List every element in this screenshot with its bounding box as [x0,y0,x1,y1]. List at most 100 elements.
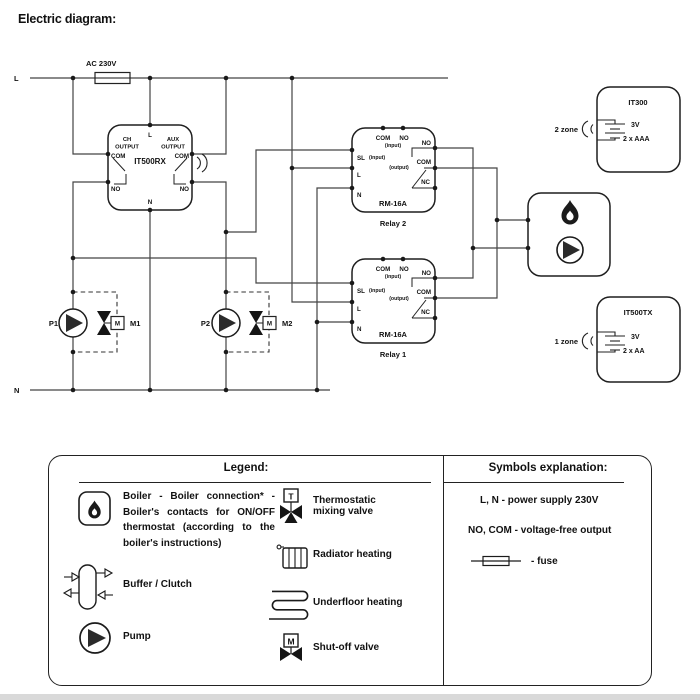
boiler-legend-title: Boiler - Boiler connection* [123,491,264,502]
svg-text:M: M [267,321,272,328]
boiler-pump-icon [556,236,584,264]
fuse-label: - fuse [531,556,558,567]
relay1-label: Relay 1 [380,350,406,359]
svg-text:(input): (input) [369,155,385,161]
p2-label: P2 [201,319,210,328]
l-rail-label: L [14,74,19,83]
boiler-legend-desc: - Boiler's contacts for ON/OFF thermosta… [123,491,275,549]
legend-divider [443,456,444,685]
circuit-diagram: AC 230V L N CH OUTPUT AUX OUTPUT L N IT5… [14,59,681,395]
boiler-legend-icon [78,491,111,526]
svg-text:2 x AAA: 2 x AAA [623,136,650,143]
svg-text:COM: COM [417,289,431,296]
symbols-rule [444,482,624,483]
svg-text:(input): (input) [369,288,385,294]
svg-text:NO: NO [180,186,189,193]
junction-dots [70,75,531,393]
svg-text:(input): (input) [385,143,401,149]
pump-p2-icon [211,308,241,338]
legend-rule [79,482,431,483]
buffer-clutch-label: Buffer / Clutch [123,579,192,590]
pump-legend-label: Pump [123,631,151,642]
svg-text:NO: NO [111,186,120,193]
svg-text:N: N [357,192,362,199]
p1-label: P1 [49,319,58,328]
wireless-icon [581,120,594,138]
voltage-free-row: NO, COM - voltage-free output [468,525,612,536]
buffer-clutch-icon [62,564,114,610]
it500tx-label: IT500TX [624,308,653,317]
svg-text:SL: SL [357,288,365,295]
svg-text:NO: NO [422,270,431,277]
m1-label: M1 [130,319,140,328]
zone1-label: 1 zone [555,337,578,346]
relay2-contact [411,147,435,189]
underfloor-label: Underfloor heating [313,597,403,608]
battery-icon [597,119,625,141]
wireless-icon [581,332,594,350]
legend-box: Legend: Symbols explanation: Boiler - Bo… [48,455,652,686]
svg-text:NC: NC [421,179,430,186]
relay2-label: Relay 2 [380,219,406,228]
svg-text:COM: COM [376,266,390,273]
svg-text:M: M [115,321,120,328]
relay2-box: COM NO (input) SL (input) L N (output) N… [351,127,436,213]
ch-output-label: CH [123,137,131,143]
relay2-model: RM-16A [379,199,408,208]
m1-dashed-loop [73,291,118,353]
valve-m2-icon: M [249,311,277,335]
it300-label: IT300 [628,98,647,107]
aux-output-label: AUX [167,137,179,143]
svg-text:T: T [288,492,294,502]
svg-text:OUTPUT: OUTPUT [115,145,139,151]
svg-text:COM: COM [417,159,431,166]
radiator-icon [276,544,308,569]
pump-p1-icon [58,308,88,338]
svg-text:(output): (output) [389,296,409,302]
battery-icon [597,331,625,353]
underfloor-icon [269,590,309,620]
svg-text:NC: NC [421,309,430,316]
ac-230v-label: AC 230V [86,59,116,68]
pump-legend-icon [79,622,111,654]
shutoff-valve-label: Shut-off valve [313,642,380,653]
svg-text:L: L [357,306,361,313]
flame-icon [561,200,579,225]
svg-text:2 x AA: 2 x AA [623,348,645,355]
it500tx-box: IT500TX 3V 2 x AA [596,296,681,383]
n-rail-label: N [14,386,19,395]
svg-text:(input): (input) [385,274,401,280]
fuse-legend-icon [471,555,521,567]
shutoff-valve-icon: M [280,633,302,661]
svg-text:OUTPUT: OUTPUT [161,145,185,151]
svg-text:SL: SL [357,155,365,162]
svg-text:3V: 3V [631,334,640,341]
bottom-strip [0,694,700,700]
relay1-model: RM-16A [379,330,408,339]
wires [30,77,528,391]
thermostatic-valve-label: Thermostatic mixing valve [313,495,376,517]
boiler-legend-text: Boiler - Boiler connection* - Boiler's c… [123,489,275,551]
svg-text:(output): (output) [389,165,409,171]
svg-text:3V: 3V [631,122,640,129]
radiator-label: Radiator heating [313,549,392,560]
svg-text:M: M [287,637,294,647]
svg-text:L: L [148,132,152,139]
zone2-label: 2 zone [555,125,578,134]
svg-text:COM: COM [376,135,390,142]
relay1-contact [411,277,435,319]
svg-text:N: N [357,326,362,333]
it300-box: IT300 3V 2 x AAA [596,86,681,173]
relay1-box: COM NO (input) SL (input) L N (output) N… [351,258,436,344]
valve-m1-icon: M [97,311,125,335]
legend-heading: Legend: [223,462,269,474]
svg-text:L: L [357,172,361,179]
power-supply-row: L, N - power supply 230V [480,495,599,506]
page-title: Electric diagram: [18,12,117,26]
fuse-icon [94,71,131,85]
svg-text:NO: NO [399,266,408,273]
boiler-box [527,192,611,277]
it500rx-box: CH OUTPUT AUX OUTPUT L N IT500RX COM NO … [107,124,193,211]
m2-label: M2 [282,319,292,328]
